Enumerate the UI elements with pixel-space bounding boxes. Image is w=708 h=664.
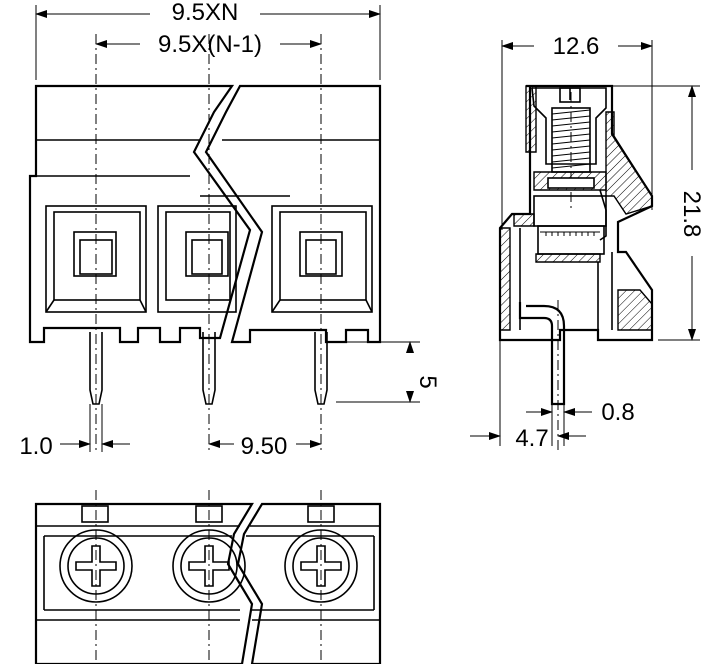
pin-3 — [314, 332, 328, 405]
pitch-span-label: 9.5X(N-1) — [158, 31, 262, 58]
height-label: 21.8 — [678, 191, 705, 238]
top-tab-1 — [81, 505, 109, 523]
total-width-label: 9.5XN — [172, 0, 239, 26]
top-tab-2 — [195, 505, 223, 523]
front-cavity-1 — [45, 205, 147, 313]
depth-label: 12.6 — [553, 33, 600, 60]
bent-pin — [518, 302, 566, 406]
pitch-label: 9.50 — [241, 433, 288, 460]
screw-head-3 — [284, 529, 358, 603]
pin-length-label: 5 — [414, 375, 441, 388]
pin-offset-label: 4.7 — [515, 425, 548, 452]
side-view: 12.6 21.8 — [470, 33, 705, 452]
front-cavity-3 — [271, 205, 373, 313]
pin-thickness-label: 0.8 — [601, 399, 634, 426]
screw-head-2 — [172, 529, 246, 603]
top-tab-3 — [307, 505, 335, 523]
pin-2 — [202, 332, 216, 405]
front-view: 9.5XN 9.5X(N-1) — [19, 0, 441, 460]
pin-1 — [89, 332, 103, 405]
screw-head-1 — [59, 529, 133, 603]
front-cavity-2 — [157, 205, 237, 313]
pin-width-label: 1.0 — [19, 433, 52, 460]
top-view — [34, 490, 382, 664]
